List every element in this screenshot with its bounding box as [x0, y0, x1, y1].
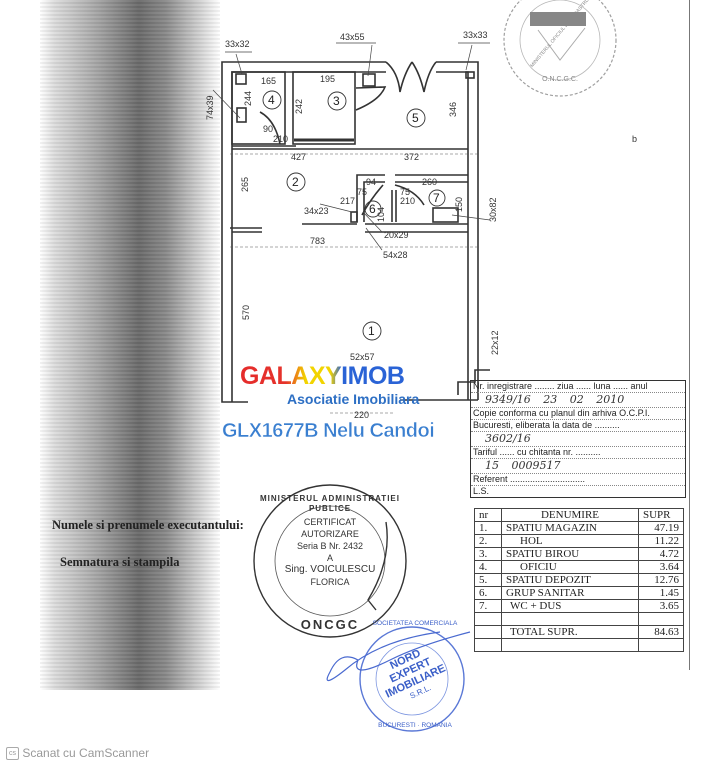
- scan-noise: [40, 0, 220, 690]
- svg-text:260: 260: [422, 177, 437, 187]
- reg-handwritten-row: 15 0009517: [471, 459, 685, 474]
- table-header: nr DENUMIRE SUPR: [474, 508, 684, 522]
- svg-text:195: 195: [320, 74, 335, 84]
- hw-tarif: 15: [485, 459, 499, 472]
- reg-line: Copie conforma cu planul din arhiva O.C.…: [471, 408, 685, 420]
- registration-box: Nr. inregistrare ........ ziua ...... lu…: [470, 380, 686, 498]
- room-markers: [262, 90, 446, 341]
- ocpi-stamp: [503, 0, 617, 97]
- reg-line: Tariful ...... cu chitanta nr. .........…: [471, 447, 685, 459]
- scan-shadow: [40, 0, 220, 690]
- svg-text:b: b: [632, 134, 637, 144]
- room-5: 5: [412, 111, 419, 125]
- room-6: 6: [369, 202, 376, 216]
- svg-text:54x28: 54x28: [383, 250, 408, 260]
- hw-data: 3602/16: [485, 432, 531, 445]
- svg-text:165: 165: [261, 76, 276, 86]
- room-3: 3: [333, 94, 340, 108]
- certificate-ring-text: MINISTERUL ADMINISTRATIEI PUBLICE: [260, 494, 400, 513]
- reg-line: Bucuresti, eliberata la data de ........…: [471, 420, 685, 432]
- footer-camscanner: cs Scanat cu CamScanner: [6, 746, 149, 761]
- svg-text:217: 217: [340, 196, 355, 206]
- walls: [221, 61, 490, 403]
- hw-anul: 2010: [596, 393, 625, 406]
- svg-text:74x39: 74x39: [205, 95, 215, 120]
- reg-line: Nr. inregistrare ........ ziua ...... lu…: [471, 381, 685, 393]
- reg-handwritten-row: 9349/16 23 02 2010: [471, 393, 685, 408]
- svg-text:265: 265: [240, 177, 250, 192]
- svg-text:52x57: 52x57: [350, 352, 375, 362]
- reg-handwritten-row: 3602/16: [471, 432, 685, 447]
- svg-text:210: 210: [273, 134, 288, 144]
- certificate-bottom-text: ONCGC: [300, 617, 360, 632]
- reg-line: L.S.: [473, 486, 490, 496]
- svg-text:75: 75: [357, 187, 367, 197]
- svg-text:30x82: 30x82: [488, 197, 498, 222]
- svg-text:346: 346: [448, 102, 458, 117]
- svg-text:94: 94: [366, 177, 376, 187]
- svg-text:104: 104: [376, 207, 386, 222]
- dimension-labels: 33x32 43x55 33x33 74x39 165 195 244 242 …: [205, 30, 637, 420]
- certificate-stamp-text: CERTIFICAT AUTORIZARE Seria B Nr. 2432 A…: [284, 517, 376, 587]
- executant-name-label: Numele si prenumele executantului:: [52, 518, 244, 532]
- hw-chitanta: 0009517: [511, 459, 561, 472]
- hw-ziua: 23: [543, 393, 558, 406]
- svg-text:33x32: 33x32: [225, 39, 250, 49]
- svg-text:210: 210: [400, 196, 415, 206]
- svg-text:20x29: 20x29: [384, 230, 409, 240]
- svg-text:75: 75: [400, 187, 410, 197]
- svg-text:90: 90: [263, 124, 273, 134]
- certificate-stamp: [253, 484, 407, 638]
- signature-label: Semnatura si stampila: [60, 555, 180, 569]
- svg-text:220: 220: [354, 410, 369, 420]
- watermark-tagline: Asociatie Imobiliara: [287, 391, 420, 407]
- hw-luna: 02: [569, 393, 584, 406]
- right-column: Nr. inregistrare ........ ziua ...... lu…: [470, 380, 686, 652]
- table-total-row: TOTAL SUPR.84.63: [474, 625, 684, 639]
- svg-text:244: 244: [243, 91, 253, 106]
- svg-text:783: 783: [310, 236, 325, 246]
- room-1: 1: [368, 324, 375, 338]
- room-7: 7: [433, 191, 440, 205]
- room-4: 4: [268, 93, 275, 107]
- svg-text:570: 570: [241, 305, 251, 320]
- company-stamp: [326, 626, 471, 732]
- svg-text:427: 427: [291, 152, 306, 162]
- svg-text:242: 242: [294, 99, 304, 114]
- svg-text:33x33: 33x33: [463, 30, 488, 40]
- reg-line: Referent ..............................: [471, 474, 685, 486]
- svg-text:34x23: 34x23: [304, 206, 329, 216]
- company-bottom-text: BUCURESTI · ROMANIA: [378, 722, 452, 729]
- svg-text:372: 372: [404, 152, 419, 162]
- room-2: 2: [292, 175, 299, 189]
- page-edge: [689, 0, 690, 670]
- watermark-brand: GALAXYIMOB: [240, 362, 405, 390]
- svg-text:22x12: 22x12: [490, 330, 500, 355]
- svg-text:43x55: 43x55: [340, 32, 365, 42]
- watermark-ref: GLX1677B Nelu Candoi: [222, 420, 435, 442]
- ocpi-bottom-text: O.N.C.G.C.: [542, 76, 578, 83]
- company-ring-text: SOCIETATEA COMERCIALA: [372, 620, 458, 627]
- camscanner-icon: cs: [6, 747, 19, 761]
- svg-text:150: 150: [454, 197, 464, 212]
- hw-nr: 9349/16: [485, 393, 531, 406]
